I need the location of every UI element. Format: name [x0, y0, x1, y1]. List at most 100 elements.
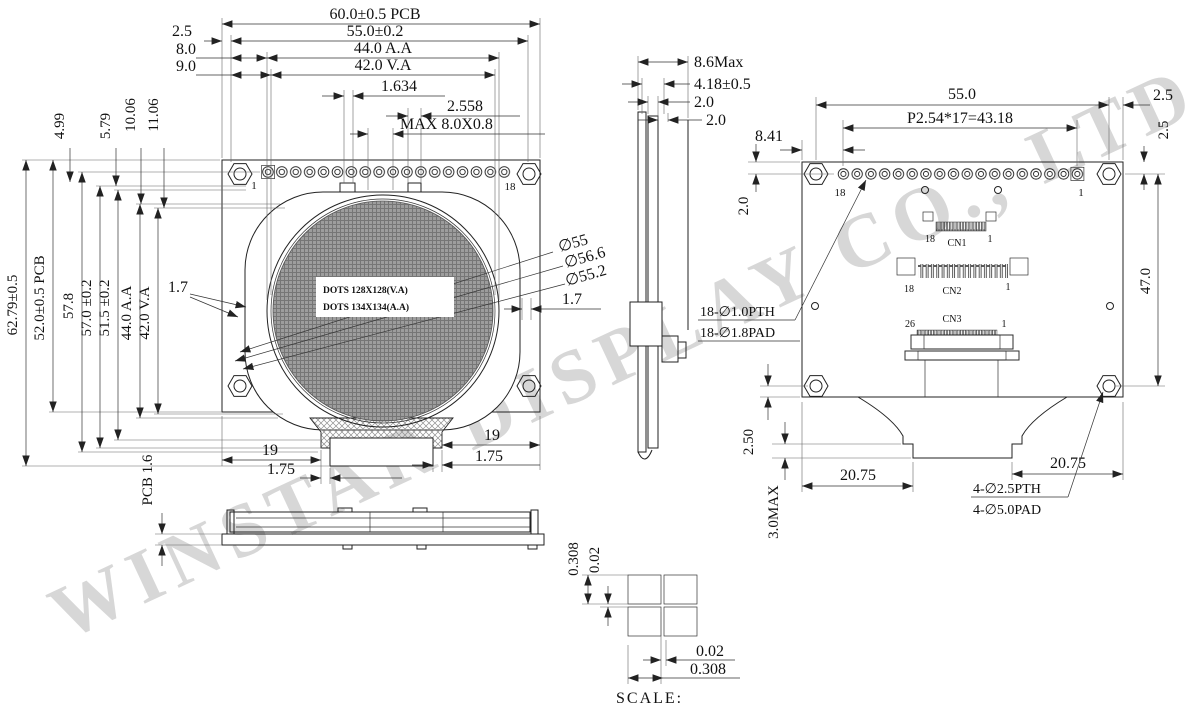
dim-175-left: 1.75 [267, 461, 295, 478]
dim-25v: 2.5 [1156, 121, 1172, 140]
svg-text:1: 1 [1006, 282, 1011, 293]
bezel-tab-right [407, 182, 422, 193]
dim-57: 57.0 ±0.2 [79, 280, 95, 337]
dim-841: 8.41 [755, 128, 783, 145]
svg-text:18: 18 [904, 284, 914, 295]
dim-42: 42.0 V.A [355, 57, 412, 74]
scale-detail: 0.308 0.02 0.02 0.308 SCALE: [566, 542, 740, 707]
cn3-label: CN3 [943, 314, 962, 325]
dim-max-8x08: MAX 8.0X0.8 [400, 116, 493, 133]
dim-1634: 1.634 [381, 78, 417, 95]
scale-label: SCALE: [616, 690, 683, 707]
front-mounting-hole-tr [516, 163, 542, 185]
dim-002-h: 0.02 [696, 643, 724, 660]
display-outer-ring [266, 194, 500, 428]
dim-2558: 2.558 [447, 98, 483, 115]
dim-42-left: 42.0 V.A [137, 286, 153, 339]
front-pin1-label: 1 [251, 180, 257, 192]
dim-8: 8.0 [176, 41, 196, 58]
back-view: 18 1 18 CN1 1 18 CN2 1 26 CN3 1 [801, 161, 1124, 459]
dots-label-box: DOTS 128X128(V.A) DOTS 134X134(A.A) [316, 277, 454, 317]
back-pin-row: 18 1 [835, 166, 1085, 199]
back-pin18-label: 18 [835, 187, 847, 199]
svg-text:26: 26 [905, 319, 915, 330]
dim-418: 4.18±0.5 [694, 76, 751, 93]
dim-2075-left: 20.75 [840, 467, 876, 484]
bezel-tab-left [339, 182, 356, 193]
pth4-label: 4-∅2.5PTH [973, 482, 1041, 497]
front-pin18-label: 18 [505, 181, 517, 193]
dim-25h: 2.5 [1153, 87, 1173, 104]
dim-30max: 3.0MAX [766, 485, 782, 539]
gap-dim-left: 1.7 [168, 279, 247, 318]
side-view: 8.6Max 4.18±0.5 2.0 2.0 [622, 54, 751, 460]
back-mounting-hole-tr [1096, 163, 1122, 185]
dim-579: 5.79 [98, 113, 114, 139]
dim-0308-v: 0.308 [566, 542, 582, 576]
dim-20a: 2.0 [694, 94, 714, 111]
dots-aa-label: DOTS 134X134(A.A) [323, 302, 409, 313]
dim-60: 60.0±0.5 PCB [329, 6, 420, 23]
front-mounting-hole-br [516, 375, 542, 397]
dim-55: 55.0±0.2 [347, 23, 404, 40]
dim-578: 57.8 [61, 293, 77, 319]
pth-label: 18-∅1.0PTH [700, 305, 775, 320]
dim-pitch: P2.54*17=43.18 [907, 110, 1013, 127]
dim-86max: 8.6Max [694, 54, 743, 71]
cn2-label: CN2 [943, 286, 962, 297]
back-pcb-outline [801, 161, 1124, 398]
dim-175-right: 1.75 [475, 448, 503, 465]
side-clamp [629, 301, 663, 347]
connector-cn2: 18 CN2 1 [896, 257, 1029, 297]
svg-text:1: 1 [1002, 319, 1007, 330]
front-left-dimensions: 62.79±0.5 52.0±0.5 PCB 57.8 57.0 ±0.2 51… [5, 98, 330, 467]
dim-55-back: 55.0 [948, 86, 976, 103]
front-mounting-hole-tl [227, 163, 253, 185]
gap-dim-right: 1.7 [504, 291, 601, 320]
front-bottom-dimensions: 19 1.75 19 1.75 [221, 416, 541, 484]
front-top-dimensions: 60.0±0.5 PCB 55.0±0.2 2.5 44.0 A.A 8.0 4… [172, 6, 545, 300]
bottom-view: PCB 1.6 [140, 454, 545, 566]
dim-250: 2.50 [741, 429, 757, 455]
back-pin1-label: 1 [1078, 187, 1084, 199]
dim-499: 4.99 [52, 113, 68, 139]
dim-9: 9.0 [176, 58, 196, 75]
dim-515: 51.5 ±0.2 [97, 280, 113, 337]
dim-44: 44.0 A.A [354, 40, 413, 57]
dim-pcb16: PCB 1.6 [140, 454, 156, 505]
front-pin-row: 1 18 [251, 165, 516, 193]
svg-text:1: 1 [988, 234, 993, 245]
svg-text:1.7: 1.7 [562, 291, 582, 308]
dim-47: 47.0 [1138, 268, 1154, 294]
dim-44-left: 44.0 A.A [119, 286, 135, 341]
side-tab [661, 335, 679, 363]
display-mid-ring [270, 198, 496, 424]
svg-text:1.7: 1.7 [168, 279, 188, 296]
dim-19-left: 19 [262, 442, 278, 459]
front-view: 1 18 DOTS 128X128(V.A) DOTS 134X134(A.A)… [168, 159, 608, 467]
connector-cn1: 18 CN1 1 [922, 211, 997, 249]
bottom-pcb-slab [221, 533, 545, 546]
dots-va-label: DOTS 128X128(V.A) [323, 285, 408, 296]
svg-text:18: 18 [925, 234, 935, 245]
front-mounting-hole-bl [227, 375, 253, 397]
dim-1106: 11.06 [146, 98, 162, 132]
dim-6279: 62.79±0.5 [5, 275, 21, 336]
pad4-label: 4-∅5.0PAD [973, 503, 1041, 518]
connector-cn3: 26 CN3 1 [904, 314, 1020, 397]
dim-20b: 2.0 [706, 112, 726, 129]
dim-002-v: 0.02 [587, 547, 603, 573]
fpc-connector-outline [329, 437, 434, 467]
dim-2075-right: 20.75 [1050, 455, 1086, 472]
dim-0308-h: 0.308 [690, 661, 726, 678]
dim-19-right: 19 [484, 427, 500, 444]
pad-label: 18-∅1.8PAD [700, 326, 775, 341]
dim-2-5: 2.5 [172, 23, 192, 40]
back-fpc-tail [857, 396, 1068, 459]
dim-52: 52.0±0.5 PCB [32, 255, 48, 340]
dim-20-back: 2.0 [736, 197, 752, 216]
back-view-dimensions: 55.0 2.5 P2.54*17=43.18 8.41 2.0 2.5 18-… [698, 86, 1173, 539]
cn1-label: CN1 [948, 238, 967, 249]
